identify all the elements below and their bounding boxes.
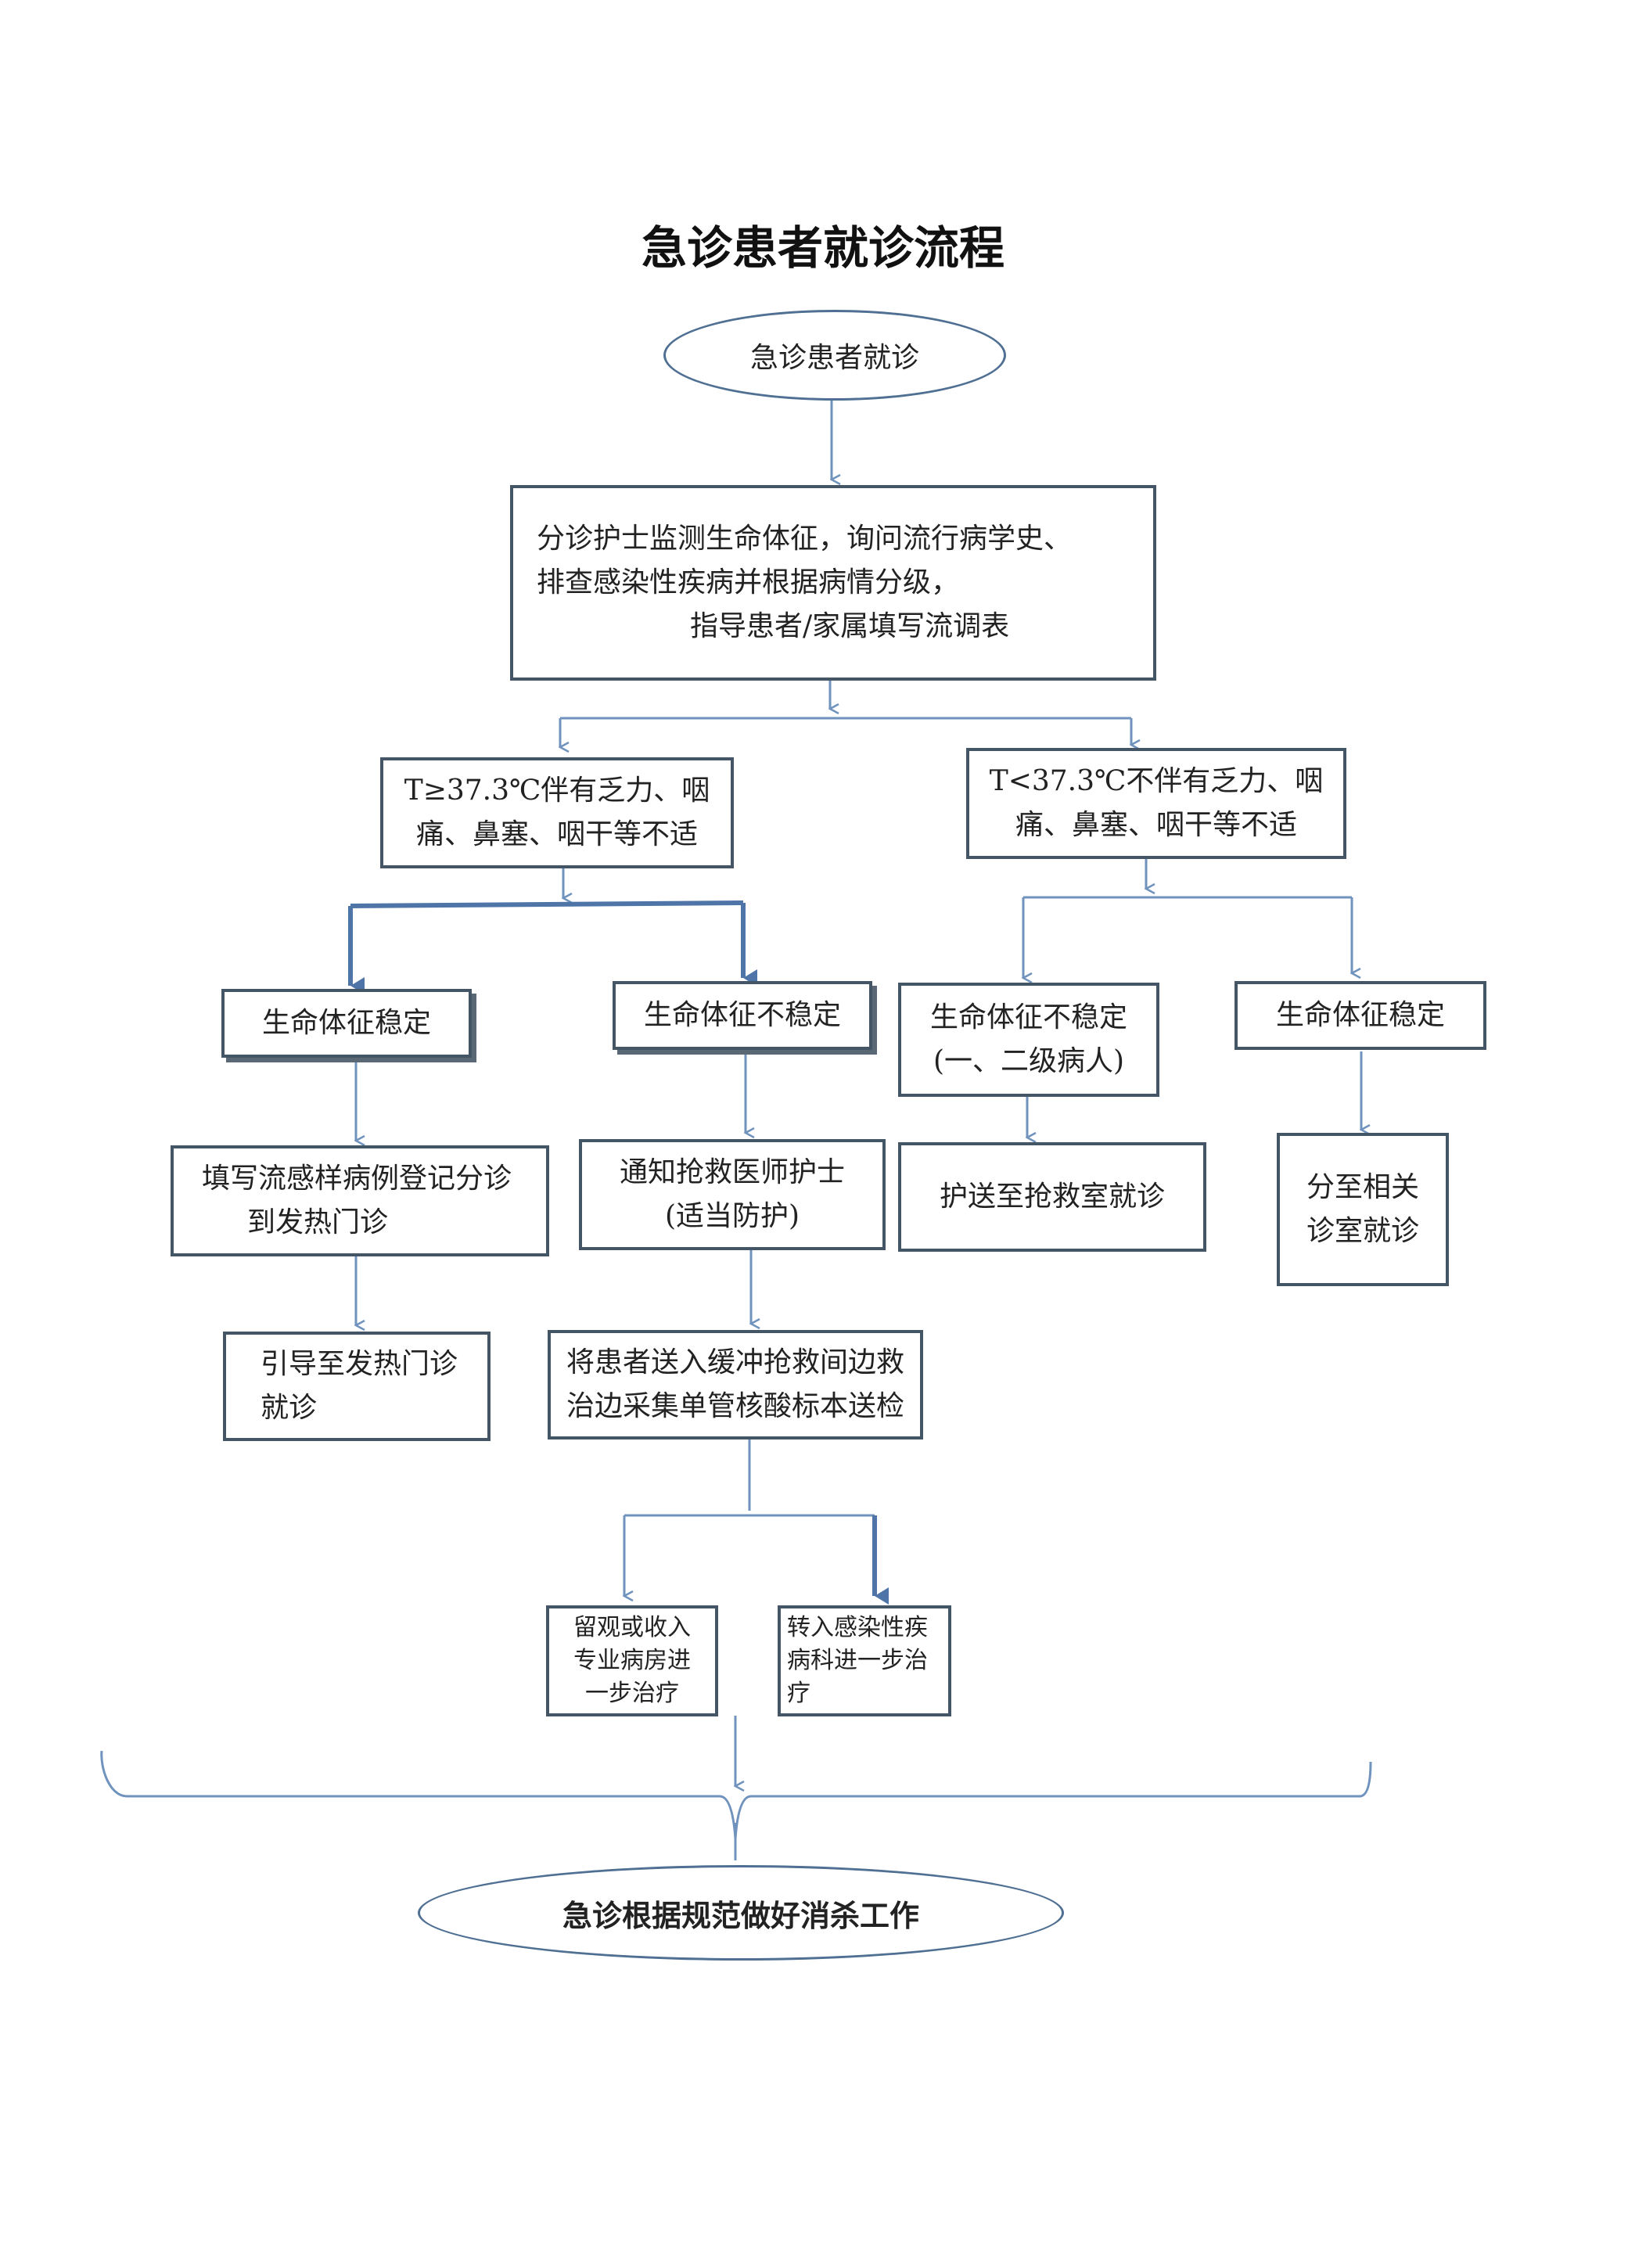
triage-line-1: 分诊护士监测生命体征，询问流行病学史、: [537, 523, 1073, 555]
notify-line-2: (适当防护): [664, 1200, 800, 1232]
end-node: 急诊根据规范做好消杀工作: [418, 1865, 1064, 1961]
triage-box: 分诊护士监测生命体征，询问流行病学史、 排查感染性疾病并根据病情分级， 指导患者…: [510, 485, 1156, 681]
guide-line-1: 引导至发热门诊: [261, 1348, 458, 1381]
fill-form-line-2: 到发热门诊: [247, 1206, 389, 1238]
end-node-label: 急诊根据规范做好消杀工作: [562, 1897, 919, 1933]
unstable-right-line-1: 生命体征不稳定: [929, 1001, 1127, 1034]
fever-no-box: T<37.3℃不伴有乏力、咽 痛、鼻塞、咽干等不适: [966, 748, 1346, 859]
stable-right-label: 生命体征稳定: [1275, 999, 1445, 1032]
transfer-line-2: 病科进一步治: [787, 1647, 928, 1674]
transfer-box: 转入感染性疾 病科进一步治 疗: [778, 1605, 951, 1716]
dept-box: 分至相关 诊室就诊: [1277, 1133, 1449, 1286]
buffer-box: 将患者送入缓冲抢救间边救 治边采集单管核酸标本送检: [548, 1330, 923, 1440]
escort-label: 护送至抢救室就诊: [939, 1181, 1165, 1213]
fever-no-line-1: T<37.3℃不伴有乏力、咽: [989, 765, 1324, 798]
notify-line-1: 通知抢救医师护士: [619, 1156, 845, 1189]
buffer-line-1: 将患者送入缓冲抢救间边救: [566, 1346, 904, 1379]
stable-left-label: 生命体征稳定: [261, 1007, 431, 1040]
stable-right-box: 生命体征稳定: [1234, 981, 1486, 1050]
buffer-line-2: 治边采集单管核酸标本送检: [566, 1390, 904, 1422]
fever-yes-line-2: 痛、鼻塞、咽干等不适: [415, 818, 698, 850]
triage-line-3: 指导患者/家属填写流调表: [690, 609, 1010, 642]
guide-line-2: 就诊: [261, 1392, 318, 1424]
transfer-line-1: 转入感染性疾: [787, 1614, 928, 1641]
triage-line-2: 排查感染性疾病并根据病情分级，: [537, 566, 960, 599]
observe-line-2: 专业病房进: [573, 1647, 691, 1674]
observe-box: 留观或收入 专业病房进 一步治疗: [546, 1605, 718, 1716]
fill-form-line-1: 填写流感样病例登记分诊: [202, 1163, 512, 1195]
unstable-left-label: 生命体征不稳定: [643, 999, 841, 1032]
observe-line-3: 一步治疗: [585, 1680, 679, 1707]
fill-form-box: 填写流感样病例登记分诊 到发热门诊: [171, 1145, 549, 1256]
split-line-left: [350, 900, 744, 908]
transfer-line-3: 疗: [787, 1680, 810, 1707]
stable-left-box: 生命体征稳定: [221, 989, 472, 1058]
start-node: 急诊患者就诊: [663, 310, 1006, 401]
unstable-right-box: 生命体征不稳定 (一、二级病人): [898, 983, 1159, 1097]
observe-line-1: 留观或收入: [573, 1614, 691, 1641]
unstable-right-line-2: (一、二级病人): [933, 1045, 1125, 1077]
escort-box: 护送至抢救室就诊: [898, 1142, 1206, 1252]
notify-box: 通知抢救医师护士 (适当防护): [579, 1139, 886, 1250]
page-title: 急诊患者就诊流程: [641, 221, 1004, 275]
start-node-label: 急诊患者就诊: [749, 342, 919, 374]
dept-line-1: 分至相关: [1306, 1171, 1419, 1204]
fever-no-line-2: 痛、鼻塞、咽干等不适: [1015, 809, 1297, 841]
dept-line-2: 诊室就诊: [1306, 1215, 1419, 1247]
unstable-left-box: 生命体征不稳定: [613, 981, 872, 1050]
guide-box: 引导至发热门诊 就诊: [223, 1332, 491, 1441]
fever-yes-line-1: T≥37.3℃伴有乏力、咽: [404, 775, 710, 807]
fever-yes-box: T≥37.3℃伴有乏力、咽 痛、鼻塞、咽干等不适: [380, 757, 734, 868]
